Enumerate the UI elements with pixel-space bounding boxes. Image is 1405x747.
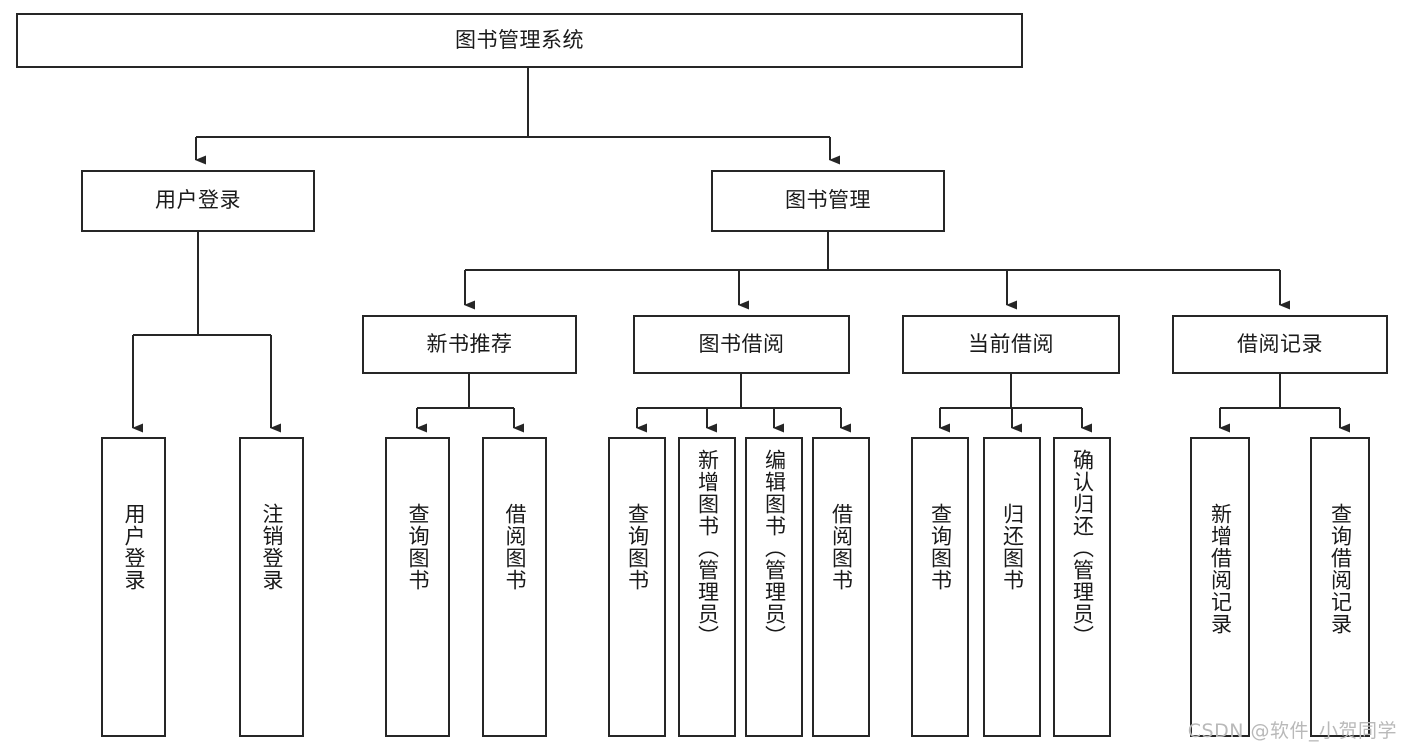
node-label: 确认归还（管理员） [1070,449,1095,647]
node-leaf-current-return-book[interactable]: 归还图书 [983,437,1041,737]
node-label: 借阅图书 [829,503,854,591]
node-label: 归还图书 [1000,503,1025,591]
node-leaf-record-add[interactable]: 新增借阅记录 [1190,437,1250,737]
node-label: 查询借阅记录 [1328,503,1353,635]
node-label: 图书借阅 [698,331,785,356]
node-root-system[interactable]: 图书管理系统 [16,13,1023,68]
node-leaf-current-query-book[interactable]: 查询图书 [911,437,969,737]
node-leaf-user-logout[interactable]: 注销登录 [239,437,304,737]
node-current-borrow[interactable]: 当前借阅 [902,315,1120,374]
node-leaf-record-query[interactable]: 查询借阅记录 [1310,437,1370,737]
node-label: 查询图书 [625,503,650,591]
node-user-login[interactable]: 用户登录 [81,170,315,232]
node-book-manage[interactable]: 图书管理 [711,170,945,232]
node-label: 借阅记录 [1237,331,1323,356]
node-label: 用户登录 [121,503,146,591]
node-label: 新书推荐 [426,331,513,356]
node-label: 注销登录 [259,503,284,591]
node-label: 借阅图书 [502,503,527,591]
node-label: 图书管理 [785,188,871,213]
node-label: 图书管理系统 [455,27,584,52]
node-leaf-borrow-add-book[interactable]: 新增图书（管理员） [678,437,736,737]
node-label: 新增图书（管理员） [695,449,720,647]
node-borrow-record[interactable]: 借阅记录 [1172,315,1388,374]
node-leaf-borrow-edit-book[interactable]: 编辑图书（管理员） [745,437,803,737]
node-label: 用户登录 [155,188,241,213]
node-leaf-user-login[interactable]: 用户登录 [101,437,166,737]
watermark-text: CSDN @软件_小贺同学 [1187,720,1397,742]
node-label: 查询图书 [405,503,430,591]
node-label: 查询图书 [928,503,953,591]
node-leaf-rec-borrow-book[interactable]: 借阅图书 [482,437,547,737]
node-label: 当前借阅 [968,331,1054,356]
node-leaf-borrow-query-book[interactable]: 查询图书 [608,437,666,737]
node-label: 新增借阅记录 [1208,503,1233,635]
node-leaf-borrow-borrow-book[interactable]: 借阅图书 [812,437,870,737]
node-leaf-rec-query-book[interactable]: 查询图书 [385,437,450,737]
node-new-book-rec[interactable]: 新书推荐 [362,315,577,374]
node-leaf-current-confirm-return[interactable]: 确认归还（管理员） [1053,437,1111,737]
node-book-borrow[interactable]: 图书借阅 [633,315,850,374]
node-label: 编辑图书（管理员） [762,449,787,647]
